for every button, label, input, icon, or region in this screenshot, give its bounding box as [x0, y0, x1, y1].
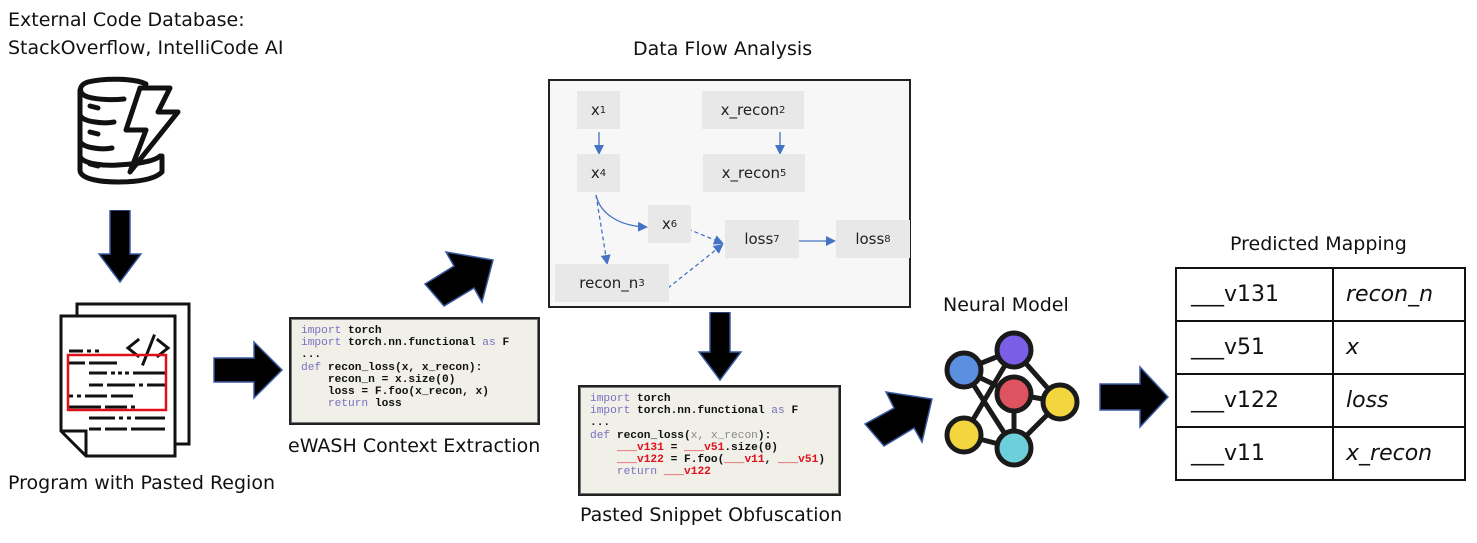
- nn-node-red: [994, 374, 1034, 414]
- obfuscated-name: ___v131: [1175, 267, 1334, 322]
- pasted-region-highlight: [66, 353, 168, 412]
- nn-node-yellow-right: [1040, 382, 1080, 422]
- dataflow-edges: [594, 132, 836, 289]
- dataflow-title: Data Flow Analysis: [633, 38, 813, 60]
- nn-node-blue: [944, 350, 984, 390]
- code-document-icon: [59, 302, 191, 458]
- edge-x4-reconn3: [595, 194, 611, 265]
- obfuscated-name: ___v51: [1175, 320, 1334, 375]
- arrow-up-right-icon: [423, 250, 494, 307]
- edge-x6-loss7: [687, 228, 724, 245]
- database-lightning-icon: [77, 76, 181, 185]
- predicted-name: x_recon: [1332, 426, 1466, 481]
- obfuscated-name: ___v11: [1175, 426, 1334, 481]
- predicted-name: loss: [1332, 373, 1466, 428]
- arrow-down-icon: [97, 210, 143, 284]
- ewash-caption: eWASH Context Extraction: [288, 435, 541, 457]
- predicted-name: x: [1332, 320, 1466, 375]
- external-db-title-line1: External Code Database:: [8, 9, 245, 31]
- neural-model-title: Neural Model: [943, 294, 1069, 316]
- nn-node-purple: [994, 330, 1034, 370]
- arrow-down-icon-2: [697, 312, 743, 382]
- obfuscation-code-box: import torch import torch.nn.functional …: [578, 385, 841, 496]
- ewash-code-box: import torch import torch.nn.functional …: [289, 317, 540, 425]
- external-db-title-line2: StackOverflow, IntelliCode AI: [8, 37, 284, 59]
- external-db-title: External Code Database: StackOverflow, I…: [8, 6, 283, 62]
- nn-node-yellow-left: [944, 415, 984, 455]
- mapping-title: Predicted Mapping: [1230, 233, 1407, 255]
- predicted-name: recon_n: [1332, 267, 1466, 322]
- edge-reconn3-loss7: [667, 243, 724, 289]
- obfuscation-caption: Pasted Snippet Obfuscation: [580, 504, 843, 526]
- neural-network-icon: [944, 330, 1080, 468]
- obfuscated-name: ___v122: [1175, 373, 1334, 428]
- arrow-up-right-icon-2: [863, 391, 933, 447]
- arrow-right-icon: [213, 340, 284, 400]
- nn-node-cyan: [994, 428, 1034, 468]
- edge-x4-x6: [595, 194, 648, 232]
- program-caption: Program with Pasted Region: [8, 472, 275, 494]
- arrow-right-icon-2: [1099, 365, 1170, 429]
